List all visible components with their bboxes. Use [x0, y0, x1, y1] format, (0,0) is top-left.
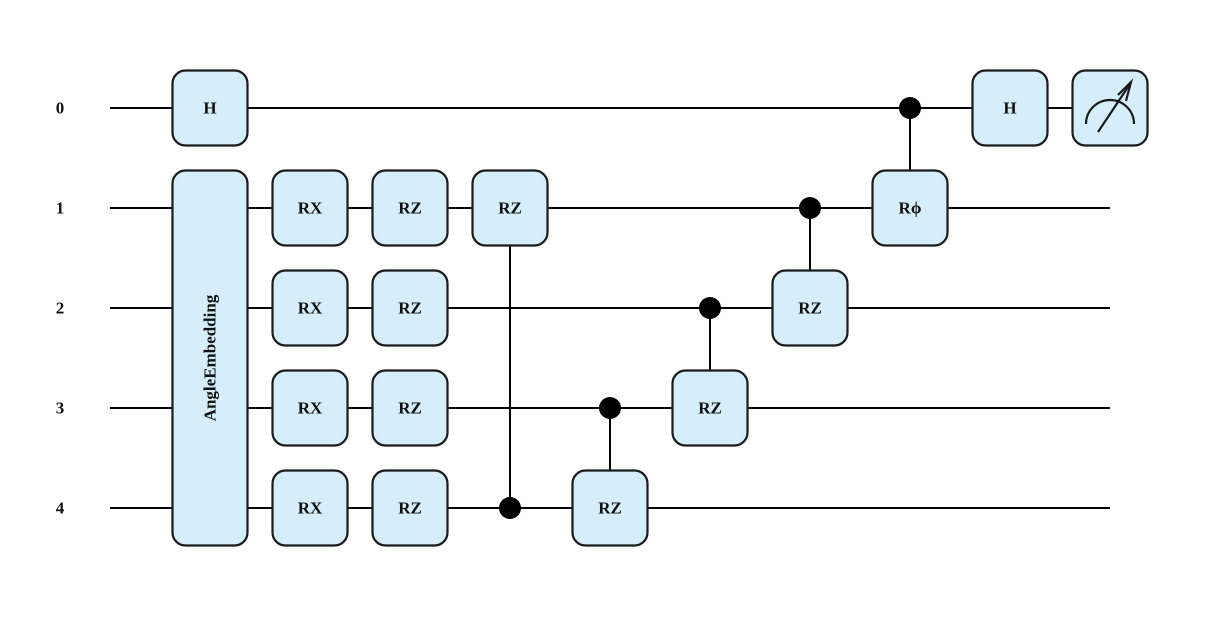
gate-label-8: RZ	[398, 399, 422, 418]
gates-layer: HAngleEmbeddingRXRXRXRXRZRZRZRZRZRZRZRZR…	[171, 69, 1149, 547]
gate-9: RZ	[371, 469, 449, 547]
gate-label-2: RX	[298, 199, 323, 218]
gate-14: Rϕ	[871, 169, 949, 247]
gate-box-2	[271, 169, 349, 247]
gate-label-14: Rϕ	[899, 199, 922, 218]
gate-label-0: H	[203, 99, 216, 118]
gate-label-9: RZ	[398, 499, 422, 518]
gate-box-5	[271, 469, 349, 547]
gate-box-4	[271, 369, 349, 447]
gate-box-12	[671, 369, 749, 447]
gate-label-5: RX	[298, 499, 323, 518]
gate-label-13: RZ	[798, 299, 822, 318]
gate-3: RX	[271, 269, 349, 347]
control-dot-10	[499, 497, 521, 519]
controls-layer	[499, 97, 921, 519]
gate-15: H	[971, 69, 1049, 147]
control-dot-11	[599, 397, 621, 419]
wire-label-3: 3	[56, 399, 65, 418]
gate-label-11: RZ	[598, 499, 622, 518]
gate-12: RZ	[671, 369, 749, 447]
measurement-box-0	[1071, 69, 1149, 147]
gate-box-11	[571, 469, 649, 547]
gate-box-15	[971, 69, 1049, 147]
gate-5: RX	[271, 469, 349, 547]
wire-label-1: 1	[56, 199, 65, 218]
gate-2: RX	[271, 169, 349, 247]
gate-box-3	[271, 269, 349, 347]
gate-10: RZ	[471, 169, 549, 247]
gate-box-10	[471, 169, 549, 247]
gate-13: RZ	[771, 269, 849, 347]
gate-box-14	[871, 169, 949, 247]
gate-1: AngleEmbedding	[171, 169, 249, 547]
wire-labels-layer: 0 1 2 3 4	[56, 99, 65, 518]
gate-label-7: RZ	[398, 299, 422, 318]
control-dot-14	[899, 97, 921, 119]
gate-label-6: RZ	[398, 199, 422, 218]
gate-label-1: AngleEmbedding	[201, 294, 220, 421]
gate-label-3: RX	[298, 299, 323, 318]
gate-label-15: H	[1003, 99, 1016, 118]
gate-6: RZ	[371, 169, 449, 247]
gate-box-13	[771, 269, 849, 347]
gate-box-6	[371, 169, 449, 247]
gate-label-12: RZ	[698, 399, 722, 418]
wire-label-2: 2	[56, 299, 65, 318]
wire-label-4: 4	[56, 499, 65, 518]
gate-11: RZ	[571, 469, 649, 547]
gate-box-9	[371, 469, 449, 547]
gate-0: H	[171, 69, 249, 147]
meter-needle	[1097, 83, 1131, 133]
gate-box-1	[171, 169, 249, 547]
measurement-meter-icon	[1071, 69, 1149, 147]
gate-box-8	[371, 369, 449, 447]
control-dot-12	[699, 297, 721, 319]
control-dot-13	[799, 197, 821, 219]
meter-arc	[1084, 98, 1136, 125]
meter-arrowhead	[1117, 78, 1134, 102]
gate-4: RX	[271, 369, 349, 447]
gate-box-7	[371, 269, 449, 347]
gate-label-4: RX	[298, 399, 323, 418]
gate-7: RZ	[371, 269, 449, 347]
wire-label-0: 0	[56, 99, 65, 118]
gate-8: RZ	[371, 369, 449, 447]
gate-box-0	[171, 69, 249, 147]
gate-label-10: RZ	[498, 199, 522, 218]
